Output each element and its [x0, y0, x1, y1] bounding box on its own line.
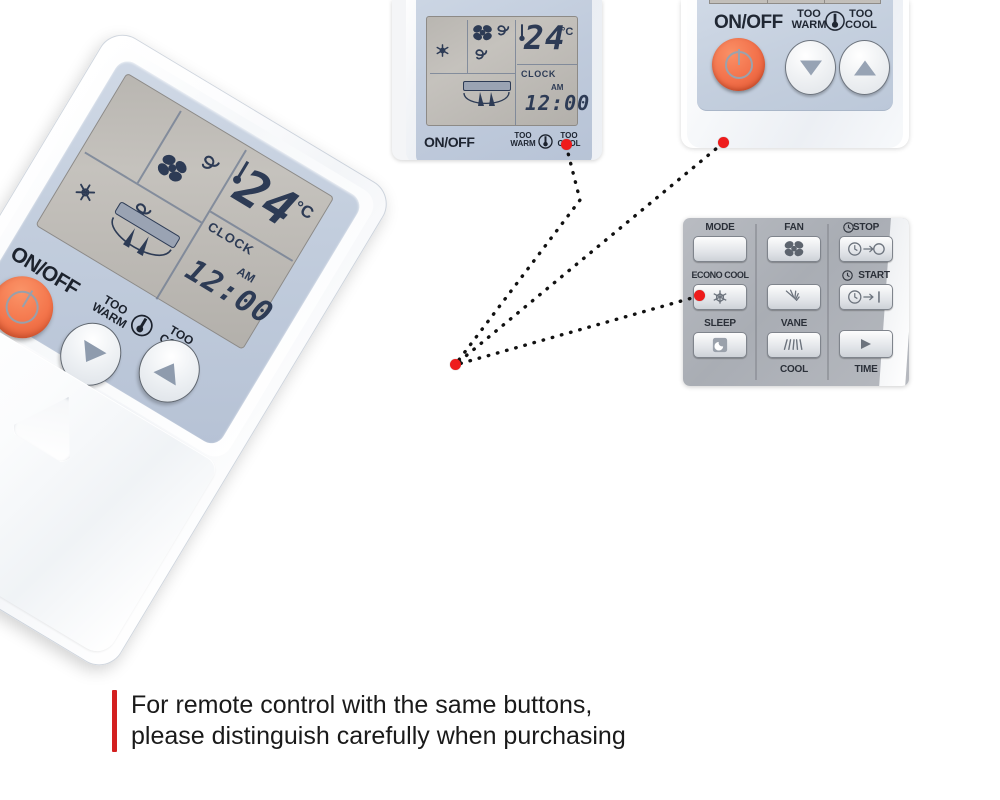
- onoff-buttons-callout-panel: ON/OFF TOO WARM TOO COOL: [681, 0, 909, 148]
- main-remote-control: 24 °C CLOCK AM 12:00 ON/OFF TOO WARM TOO…: [0, 25, 397, 675]
- callout-lcd-temperature-unit: °C: [561, 26, 574, 38]
- caption-block: For remote control with the same buttons…: [112, 690, 752, 752]
- sleep-label: SLEEP: [704, 318, 736, 329]
- power-symbol-icon: [0, 284, 45, 330]
- caption-text: For remote control with the same buttons…: [131, 690, 626, 752]
- main-lcd-display: 24 °C CLOCK AM 12:00: [35, 72, 335, 350]
- caption-line-1: For remote control with the same buttons…: [131, 691, 593, 719]
- thermometer-icon: [519, 24, 525, 41]
- callout-marker-keypad: [694, 290, 705, 301]
- thermometer-icon: [233, 160, 250, 184]
- timer-stop-icon: [848, 242, 885, 256]
- triangle-up-icon: [153, 356, 186, 386]
- timer-start-button[interactable]: [839, 284, 893, 310]
- fan-icon: [157, 154, 187, 182]
- vane-louver-icon: [783, 339, 803, 351]
- vane-icon: [91, 197, 186, 286]
- vane-icon: [461, 79, 513, 119]
- clock-icon: [843, 222, 854, 233]
- callout-lcd-temperature: 24: [524, 18, 566, 57]
- timer-start-label: START: [858, 270, 890, 281]
- thermometer-icon: [825, 11, 845, 31]
- airflow-button[interactable]: [767, 284, 821, 310]
- econo-cool-icon: [713, 290, 727, 304]
- clock-icon: [842, 270, 853, 281]
- mode-button[interactable]: [693, 236, 747, 262]
- connector-line-keypad: [453, 294, 701, 367]
- keypad-fan-vane-column: FAN: [759, 218, 829, 386]
- callout-btn-too-warm-label: TOO WARM: [791, 8, 827, 31]
- callout-btn-too-cool-label: TOO COOL: [845, 8, 877, 31]
- triangle-down-icon: [799, 60, 822, 75]
- time-button[interactable]: [839, 330, 893, 358]
- vane-label: VANE: [780, 318, 808, 329]
- sleep-button[interactable]: [693, 332, 747, 358]
- cool-label: COOL: [779, 364, 809, 375]
- play-triangle-icon: [861, 339, 871, 349]
- swirl-icon: [201, 155, 220, 169]
- keypad-timer-column: STOP START: [831, 218, 901, 386]
- snowflake-icon: [436, 44, 449, 57]
- econo-cool-label: ECONO COOL: [691, 270, 749, 280]
- lcd-detail-callout-panel: 24 °C CLOCK AM 12:00 ON/OFF TOO WARM TOO…: [392, 0, 602, 160]
- power-symbol-icon: [724, 50, 753, 79]
- snowflake-icon: [75, 183, 96, 202]
- callout-lcd-meridiem: AM: [551, 83, 564, 92]
- callout-marker-buttons: [718, 137, 729, 148]
- keypad-mode-column: MODE ECONO COOL SLEEP: [685, 218, 755, 386]
- callout-lcd-clock-label: CLOCK: [521, 69, 556, 79]
- callout-temp-up-button[interactable]: [839, 40, 890, 95]
- keypad-column-divider: [827, 224, 829, 380]
- callout-lcd-time: 12:00: [525, 91, 591, 115]
- swirl-icon: [497, 25, 510, 36]
- thermometer-icon: [538, 134, 553, 149]
- vane-button[interactable]: [767, 332, 821, 358]
- function-keypad-callout-panel: MODE ECONO COOL SLEEP FAN: [683, 218, 909, 386]
- connector-line-lcd: [453, 143, 582, 367]
- fan-label: FAN: [784, 222, 804, 233]
- callout-btn-onoff-label: ON/OFF: [714, 12, 783, 33]
- swirl-icon: [475, 49, 488, 60]
- fan-button[interactable]: [767, 236, 821, 262]
- thermometer-icon: [130, 314, 153, 337]
- callout-too-warm-label: TOO WARM: [510, 131, 536, 148]
- callout-marker-main-remote: [450, 359, 461, 370]
- callout-onoff-label: ON/OFF: [424, 134, 475, 150]
- caption-accent-bar: [112, 690, 117, 752]
- lcd-time: 12:00: [179, 252, 279, 332]
- mode-label: MODE: [705, 222, 735, 233]
- callout-lcd-display: 24 °C CLOCK AM 12:00: [426, 16, 589, 126]
- triangle-up-icon: [853, 60, 876, 75]
- cover-thumb-notch: [9, 380, 96, 465]
- sleep-moon-icon: [712, 337, 728, 353]
- timer-stop-button[interactable]: [839, 236, 893, 262]
- timer-start-icon: [848, 290, 880, 304]
- callout-btn-lcd-edge: [709, 0, 881, 4]
- fan-icon: [473, 25, 492, 41]
- time-label: TIME: [854, 364, 878, 375]
- callout-temp-down-button[interactable]: [785, 40, 836, 95]
- callout-power-button[interactable]: [712, 38, 765, 91]
- callout-marker-lcd: [561, 139, 572, 150]
- triangle-down-icon: [74, 339, 107, 369]
- caption-line-2: please distinguish carefully when purcha…: [131, 722, 626, 750]
- fan-icon: [784, 241, 804, 257]
- airflow-swirl-icon: [785, 289, 800, 302]
- keypad-column-divider: [755, 224, 757, 380]
- timer-stop-label: STOP: [852, 222, 880, 233]
